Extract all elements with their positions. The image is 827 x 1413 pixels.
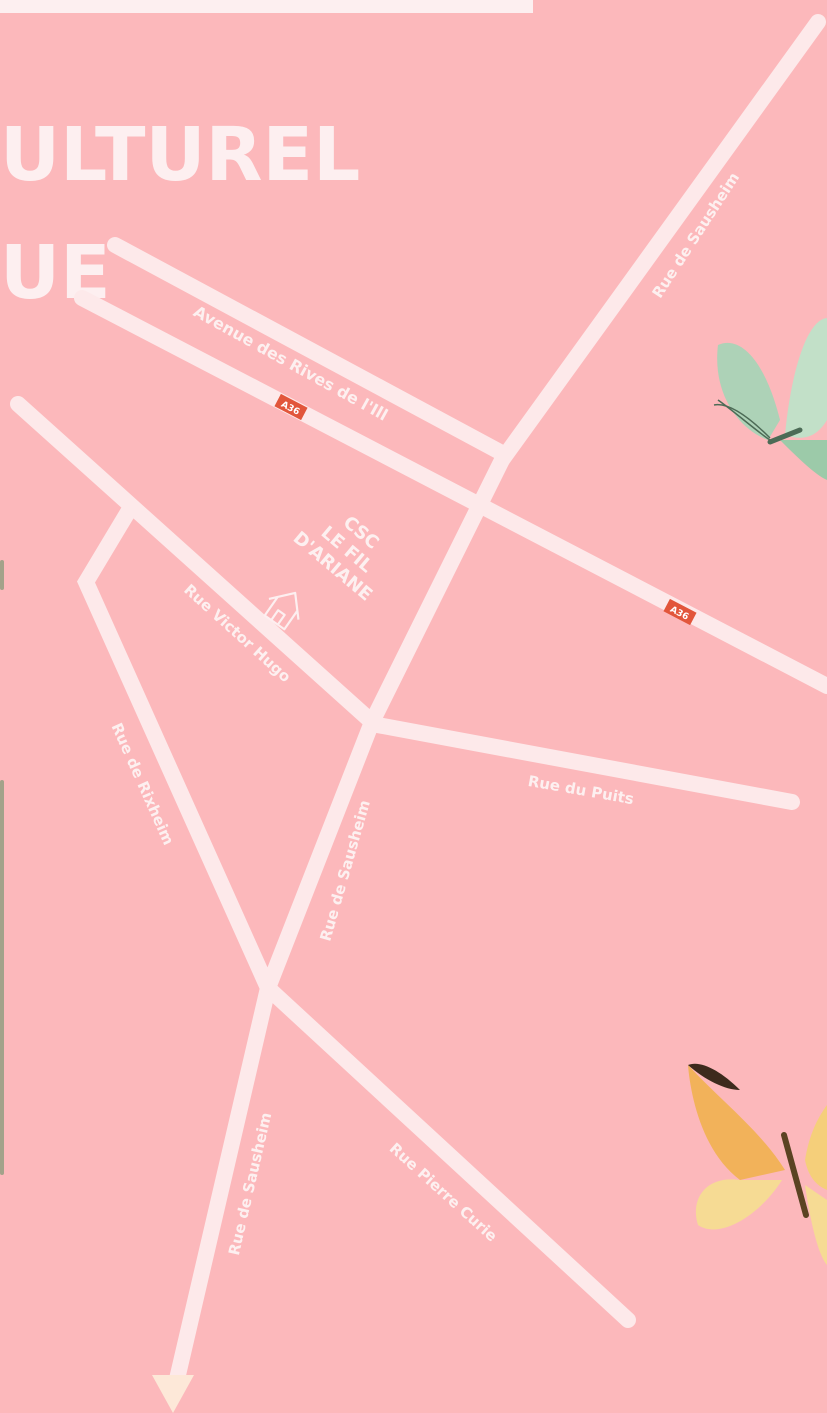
label-rue-de-sausheim-middle: Rue de Sausheim: [316, 798, 374, 943]
direction-arrow-icon: [152, 1375, 194, 1413]
title-line-1: ULTUREL: [0, 112, 360, 198]
street-rixheim: [76, 504, 276, 996]
street-avenue-rives-north: [107, 237, 508, 460]
street-sausheim-middle: [260, 714, 380, 996]
left-edge-strip: [0, 780, 4, 1175]
street-sausheim-north: [494, 14, 826, 468]
left-edge-mark: [0, 560, 4, 590]
house-icon: [263, 591, 300, 631]
highway-badge-a36-1: A36: [274, 393, 308, 421]
top-banner-bar: [0, 0, 533, 13]
street-avenue-rives-south: [74, 290, 827, 694]
label-rue-de-rixheim: Rue de Rixheim: [108, 720, 178, 848]
street-puits: [364, 716, 800, 810]
yellow-butterfly-icon: [688, 1063, 827, 1265]
place-label-csc: CSC LE FIL D'ARIANE: [289, 512, 383, 605]
street-pierre-curie: [260, 980, 636, 1328]
green-butterfly-icon: [713, 318, 827, 480]
street-sausheim-south: [166, 980, 276, 1400]
street-victor-hugo: [10, 396, 380, 730]
